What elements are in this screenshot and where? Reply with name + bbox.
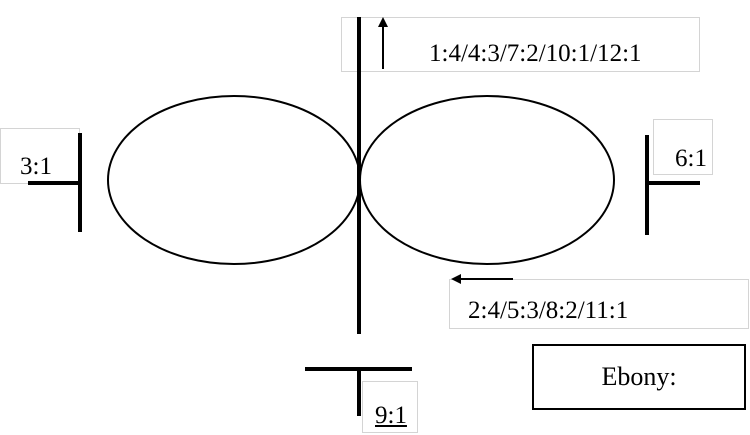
ebony-box: Ebony: [532,344,746,410]
left-label: 3:1 [20,153,52,180]
bottom-label: 9:1 [375,402,407,429]
top-label-frame [341,17,700,72]
bottom-label-frame [362,381,418,433]
mid-right-label: 2:4/5:3/8:2/11:1 [468,297,629,324]
right-loop [359,95,615,265]
right-label: 6:1 [675,145,707,172]
mid-label-frame [449,279,749,329]
ebony-label: Ebony: [601,362,677,391]
left-loop [107,95,361,265]
right-label-frame [653,119,713,175]
top-right-label: 1:4/4:3/7:2/10:1/12:1 [429,40,642,67]
